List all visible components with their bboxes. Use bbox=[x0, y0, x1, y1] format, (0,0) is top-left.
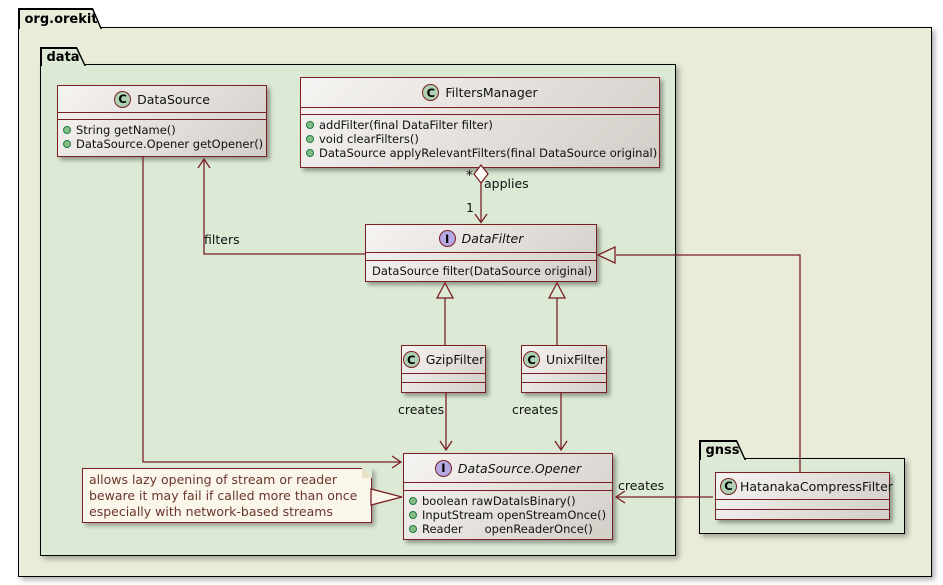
fields-compartment bbox=[301, 107, 659, 114]
class-datasource-name: DataSource bbox=[137, 91, 210, 107]
class-gzipfilter-name: GzipFilter bbox=[425, 352, 485, 367]
interface-datasource-opener-header: I DataSource.Opener bbox=[404, 454, 612, 482]
methods-compartment bbox=[716, 509, 889, 519]
edge-applies-label: applies bbox=[484, 176, 529, 191]
edge-applies-target-multiplicity: 1 bbox=[466, 200, 474, 215]
class-filtersmanager-name: FiltersManager bbox=[445, 85, 538, 100]
package-gnss-label: gnss bbox=[705, 443, 740, 459]
public-method-icon bbox=[306, 149, 314, 157]
method-row: void clearFilters() bbox=[301, 132, 659, 146]
methods-compartment: boolean rawDataIsBinary() InputStream op… bbox=[404, 490, 612, 539]
interface-datasource-opener-name: DataSource.Opener bbox=[457, 460, 582, 476]
interface-datafilter-name: DataFilter bbox=[461, 231, 524, 246]
note-line: especially with network-based streams bbox=[89, 504, 333, 519]
public-method-icon bbox=[306, 121, 314, 129]
edge-hatanaka-creates-label: creates bbox=[618, 478, 665, 493]
package-data-label: data bbox=[46, 49, 80, 65]
class-hatanakacompressfilter: C HatanakaCompressFilter bbox=[715, 472, 893, 520]
interface-datasource-opener: I DataSource.Opener boolean rawDataIsBin… bbox=[403, 453, 613, 540]
public-method-icon bbox=[63, 126, 71, 134]
methods-compartment bbox=[402, 382, 485, 392]
public-method-icon bbox=[63, 140, 71, 148]
fields-compartment bbox=[716, 499, 889, 509]
fields-compartment bbox=[404, 482, 612, 490]
method-row: DataSource applyRelevantFilters(final Da… bbox=[301, 146, 659, 160]
class-unixfilter-header: C UnixFilter bbox=[522, 346, 606, 373]
methods-compartment: String getName() DataSource.Opener getOp… bbox=[58, 119, 266, 156]
method-row: String getName() bbox=[58, 123, 266, 137]
package-orekit-label: org.orekit bbox=[24, 11, 98, 27]
class-datasource-header: C DataSource bbox=[58, 86, 266, 112]
class-hatanakacompressfilter-name: HatanakaCompressFilter bbox=[740, 478, 893, 494]
method-row: Reader openReaderOnce() bbox=[404, 522, 612, 536]
public-method-icon bbox=[409, 497, 417, 505]
class-icon: C bbox=[720, 477, 737, 495]
class-unixfilter: C UnixFilter bbox=[521, 345, 607, 393]
edge-filters-label: filters bbox=[204, 232, 240, 247]
public-method-icon bbox=[409, 511, 417, 519]
package-data-tab: data bbox=[40, 47, 86, 66]
methods-compartment bbox=[522, 382, 606, 392]
package-orekit-tab: org.orekit bbox=[18, 8, 102, 29]
method-row: InputStream openStreamOnce() bbox=[404, 508, 612, 522]
method-row: DataSource filter(DataSource original) bbox=[372, 264, 592, 278]
class-unixfilter-name: UnixFilter bbox=[546, 352, 605, 367]
methods-compartment: DataSource filter(DataSource original) bbox=[366, 260, 596, 281]
interface-datafilter-header: I DataFilter bbox=[366, 225, 596, 252]
note-line: beware it may fail if called more than o… bbox=[89, 488, 358, 503]
note-opener-warning: allows lazy opening of stream or reader … bbox=[82, 468, 372, 523]
edge-gzip-creates-label: creates bbox=[398, 402, 445, 417]
method-row: DataSource.Opener getOpener() bbox=[58, 137, 266, 151]
public-method-icon bbox=[306, 135, 314, 143]
interface-datafilter: I DataFilter DataSource filter(DataSourc… bbox=[365, 224, 597, 282]
class-icon: C bbox=[402, 351, 420, 368]
method-row: addFilter(final DataFilter filter) bbox=[301, 118, 659, 132]
note-line: allows lazy opening of stream or reader bbox=[89, 472, 338, 487]
method-row: boolean rawDataIsBinary() bbox=[404, 494, 612, 508]
interface-icon: I bbox=[438, 230, 456, 247]
class-filtersmanager-header: C FiltersManager bbox=[301, 78, 659, 107]
interface-icon: I bbox=[434, 459, 452, 477]
edge-applies-source-multiplicity: * bbox=[466, 168, 473, 184]
class-icon: C bbox=[523, 351, 541, 368]
class-icon: C bbox=[422, 84, 440, 101]
class-hatanakacompressfilter-header: C HatanakaCompressFilter bbox=[716, 473, 893, 499]
public-method-icon bbox=[409, 525, 417, 533]
class-filtersmanager: C FiltersManager addFilter(final DataFil… bbox=[300, 77, 660, 168]
class-gzipfilter: C GzipFilter bbox=[401, 345, 486, 393]
class-gzipfilter-header: C GzipFilter bbox=[402, 346, 485, 373]
fields-compartment bbox=[522, 373, 606, 382]
class-icon: C bbox=[114, 90, 132, 108]
class-datasource: C DataSource String getName() DataSource… bbox=[57, 85, 267, 157]
edge-unix-creates-label: creates bbox=[512, 402, 559, 417]
fields-compartment bbox=[366, 252, 596, 260]
fields-compartment bbox=[58, 112, 266, 119]
methods-compartment: addFilter(final DataFilter filter) void … bbox=[301, 114, 659, 167]
fields-compartment bbox=[402, 373, 485, 382]
